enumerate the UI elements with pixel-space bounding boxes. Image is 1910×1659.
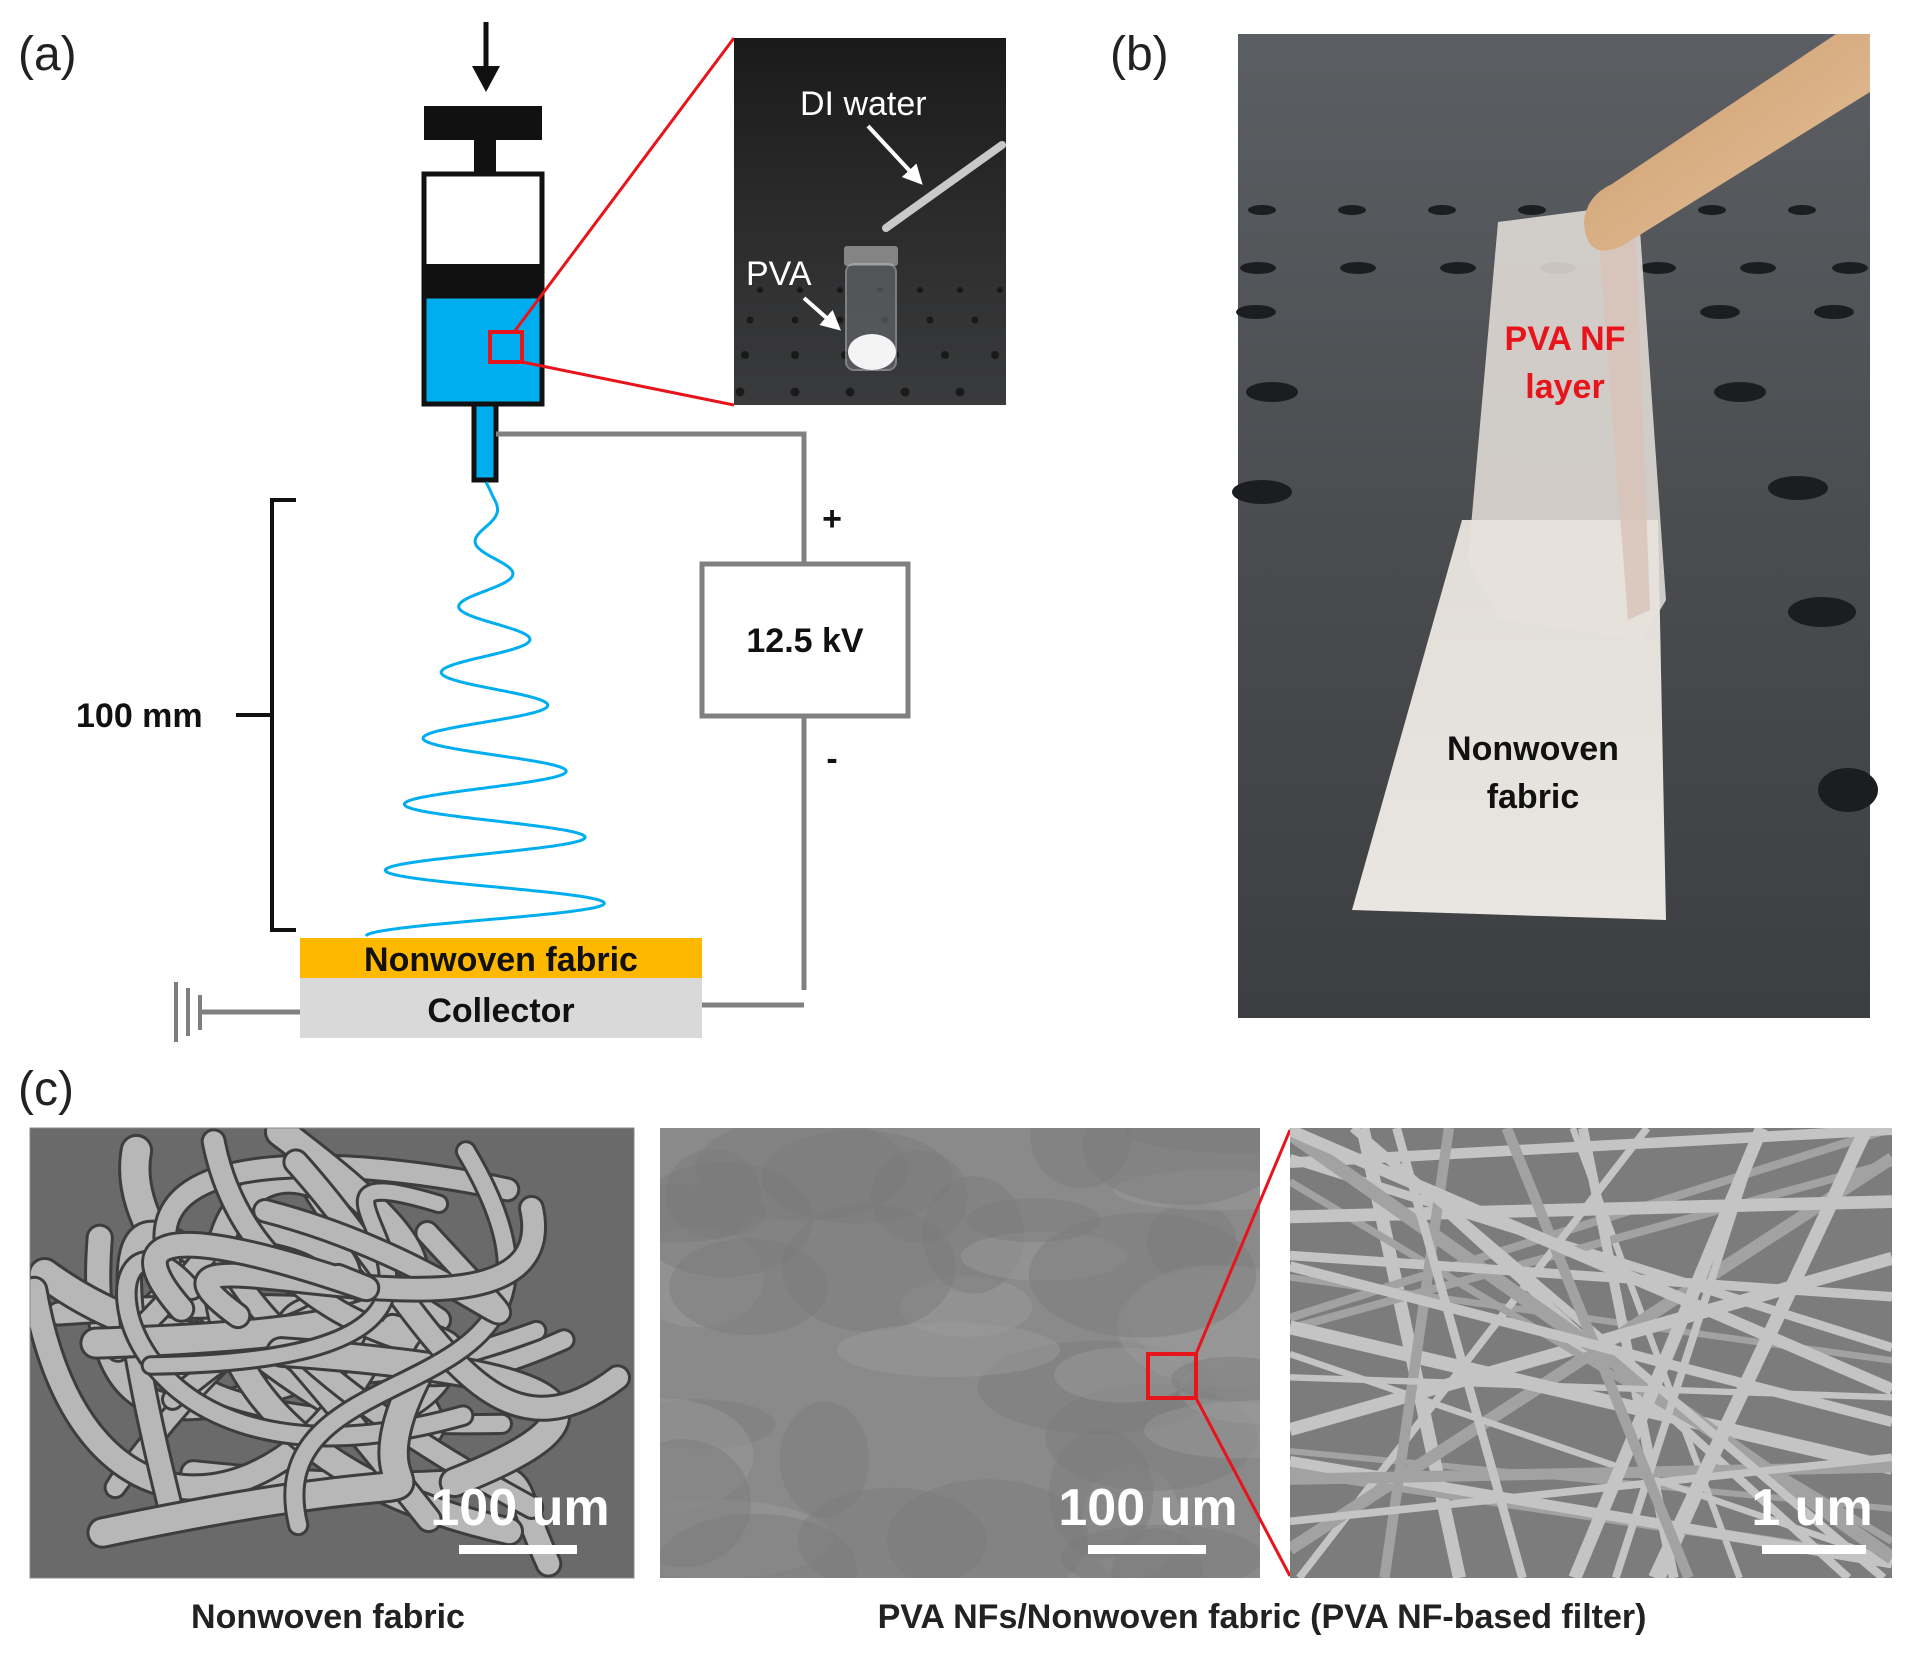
scale-label-middle: 100 um xyxy=(1058,1479,1237,1537)
electrospinning-jet xyxy=(364,481,606,937)
inset-label-di-water: DI water xyxy=(800,85,927,123)
scale-bar-left xyxy=(459,1545,577,1554)
collector-plate xyxy=(300,978,702,1038)
nonwoven-fabric-label-line1: Nonwoven xyxy=(1447,730,1619,768)
pva-powder xyxy=(848,334,896,370)
sem-image-pva-nf-low-mag: 100 um xyxy=(660,1128,1260,1578)
nonwoven-fabric-layer xyxy=(300,938,702,978)
zoom-line-sem-top xyxy=(1194,1129,1292,1355)
zoom-line-top xyxy=(512,37,736,333)
scale-bar-middle xyxy=(1088,1545,1206,1554)
distance-bracket xyxy=(236,498,296,932)
inset-label-pva: PVA xyxy=(746,255,812,293)
scale-label-right: 1 um xyxy=(1751,1479,1872,1537)
syringe-icon xyxy=(421,106,545,483)
scale-bar-right xyxy=(1762,1545,1866,1554)
panel-a-label: (a) xyxy=(18,28,77,81)
caption-nonwoven: Nonwoven fabric xyxy=(191,1598,465,1636)
scale-label-left: 100 um xyxy=(430,1479,609,1537)
photo-filter-sample: PVA NF layer Nonwoven fabric xyxy=(1232,34,1878,1018)
power-supply xyxy=(699,561,911,719)
pipette-icon xyxy=(882,141,1006,232)
zoom-line-bottom xyxy=(521,360,735,407)
inset-photo-pva-vial: DI water PVA xyxy=(734,38,1006,405)
ground-icon xyxy=(174,982,202,1042)
sem-image-pva-nf-high-mag: 1 um xyxy=(1290,1128,1892,1578)
caption-pva-nf-filter: PVA NFs/Nonwoven fabric (PVA NF-based fi… xyxy=(878,1598,1647,1636)
zoom-line-sem-bottom xyxy=(1194,1397,1292,1577)
positive-terminal: + xyxy=(822,500,842,538)
negative-terminal: - xyxy=(826,740,837,778)
circuit-wires xyxy=(200,431,807,1015)
panel-a: (a) xyxy=(18,22,1006,1042)
push-arrow-icon xyxy=(472,22,500,92)
spinneret-needle xyxy=(471,401,499,483)
zoom-box-sem xyxy=(1146,1352,1198,1400)
panel-c: (c) 100 um 100 um 1 um Nonwoven fabric xyxy=(18,1063,1892,1636)
distance-label: 100 mm xyxy=(76,697,203,735)
pva-nf-layer-label-line1: PVA NF xyxy=(1505,320,1626,358)
collector-label: Collector xyxy=(427,992,574,1030)
zoom-box-solution xyxy=(488,330,524,364)
optical-table-holes xyxy=(1232,205,1878,812)
panel-c-label: (c) xyxy=(18,1063,74,1116)
panel-b: (b) PVA NF layer Nonwoven fabri xyxy=(1110,28,1878,1018)
panel-b-label: (b) xyxy=(1110,28,1169,81)
voltage-label: 12.5 kV xyxy=(746,622,864,660)
nonwoven-fabric-label-line2: fabric xyxy=(1487,778,1580,816)
nonwoven-fabric-label: Nonwoven fabric xyxy=(364,941,638,979)
pva-nf-layer-label-line2: layer xyxy=(1525,368,1604,406)
tweezers-icon xyxy=(1584,34,1870,251)
sem-image-nonwoven: 100 um xyxy=(29,1127,635,1579)
